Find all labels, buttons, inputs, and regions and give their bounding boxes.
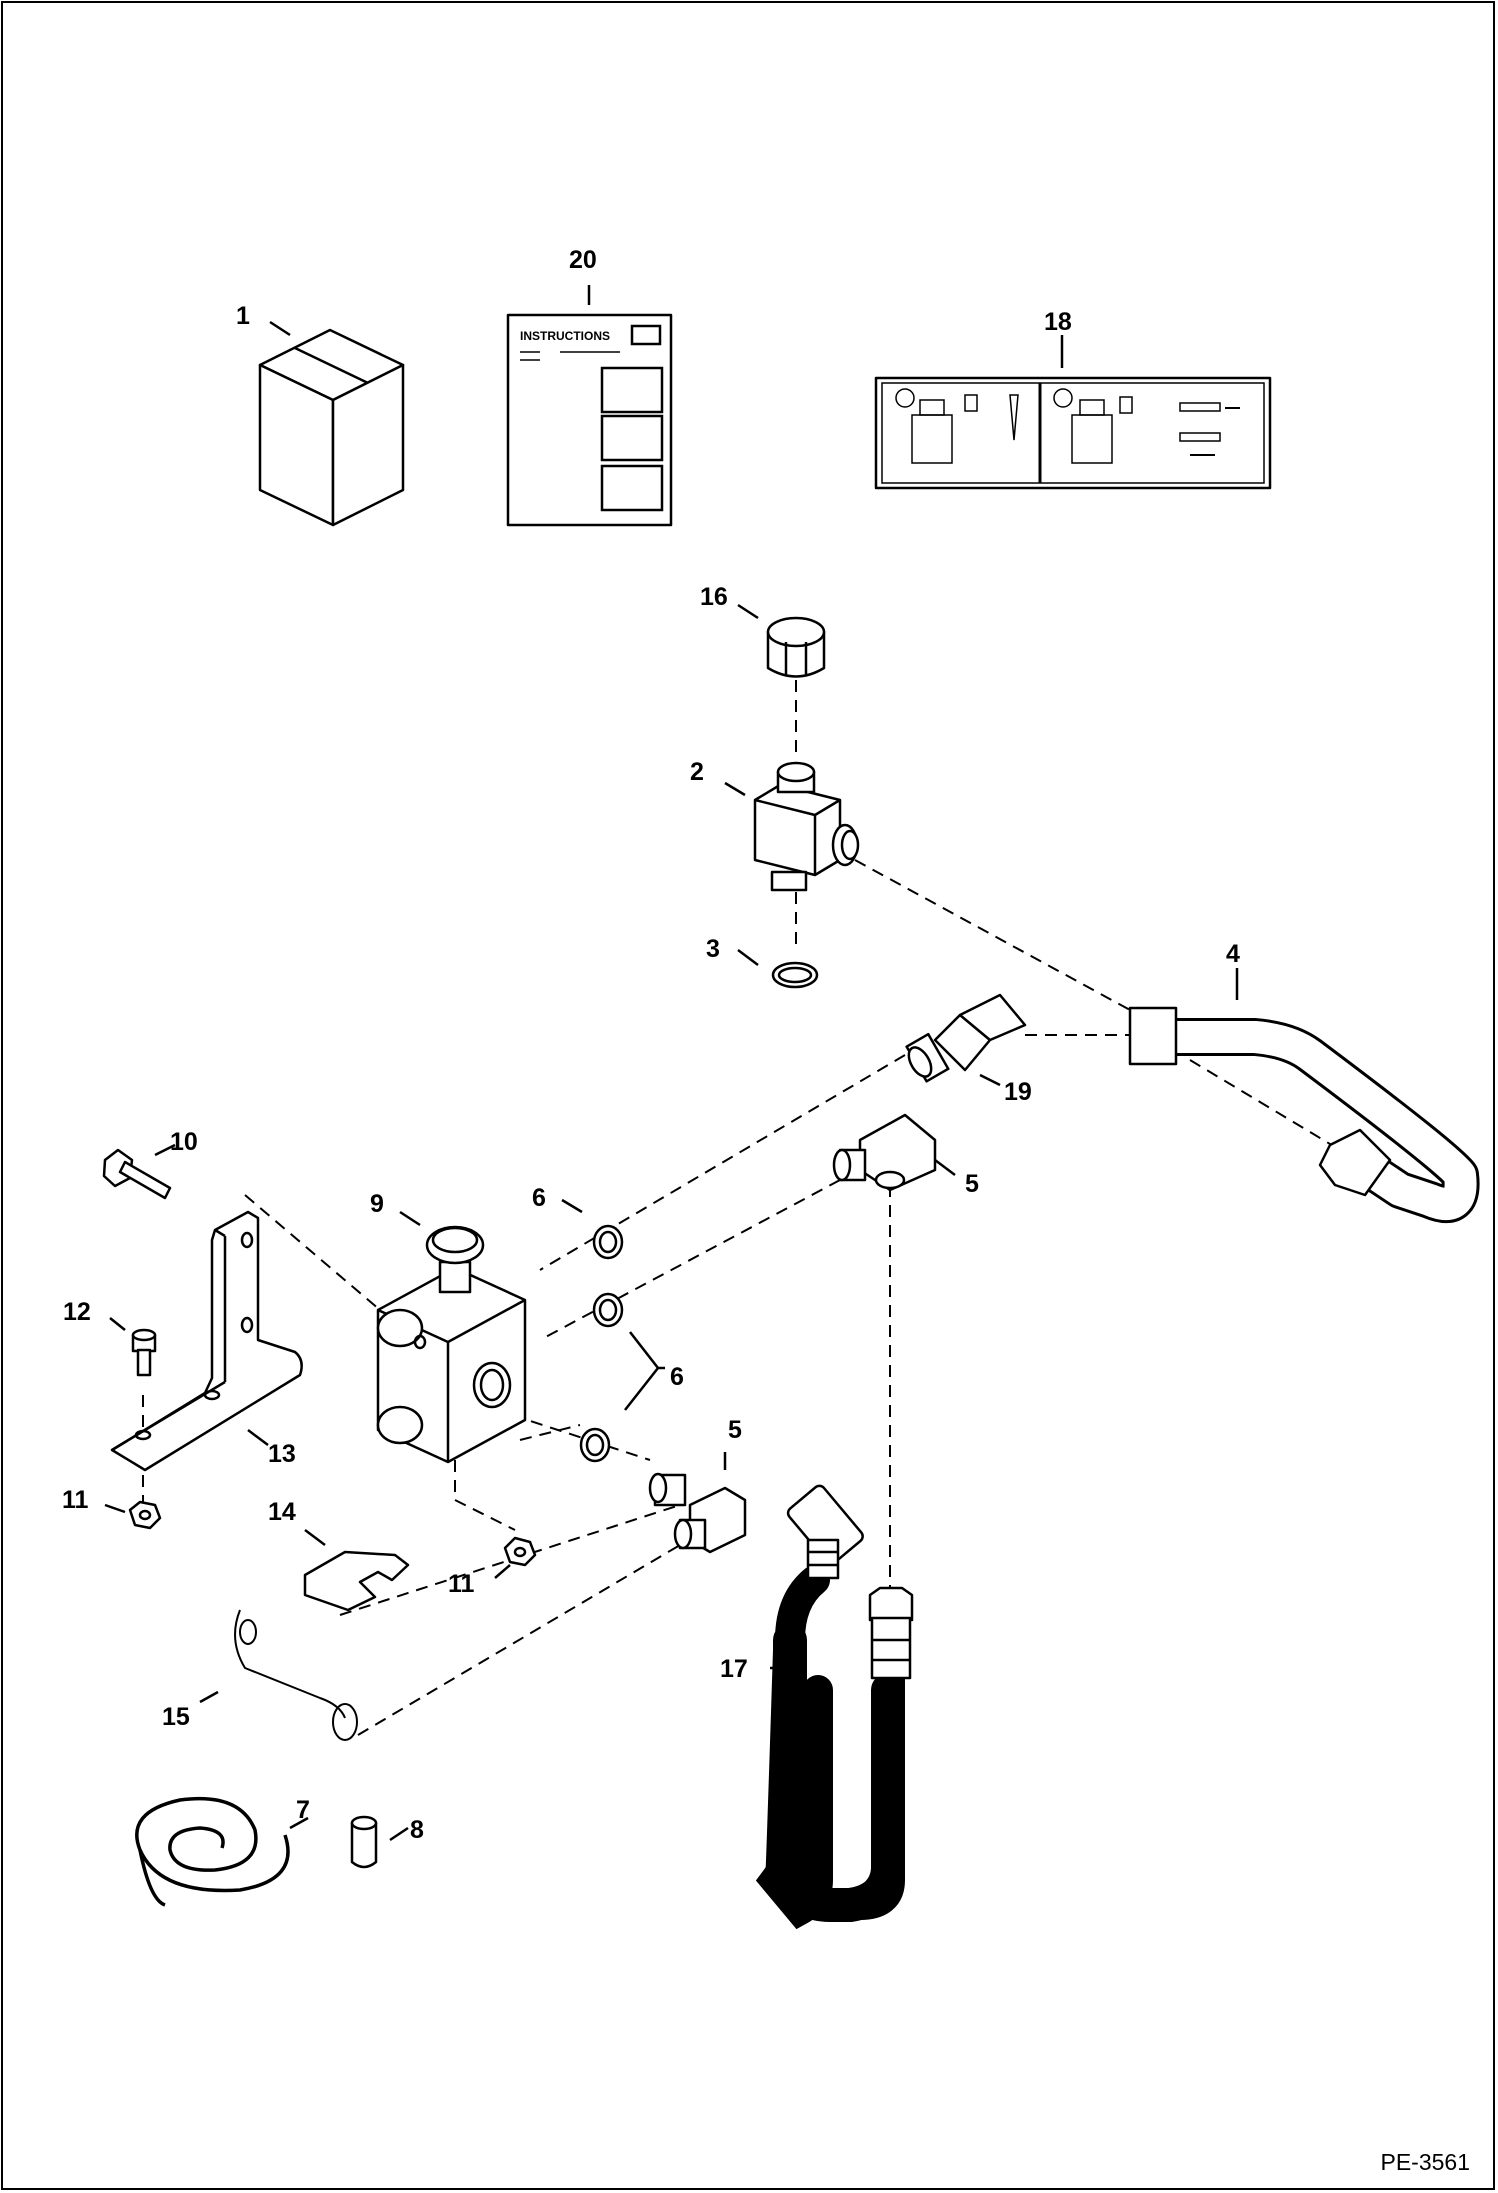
callout-17: 17 [720, 1655, 748, 1683]
tee-fitting [753, 761, 860, 892]
callout-3: 3 [706, 935, 720, 963]
callout-16: 16 [700, 583, 728, 611]
elbow-fitting-upper [832, 1113, 937, 1192]
decal-part [874, 376, 1272, 490]
callout-20: 20 [569, 246, 597, 274]
callout-8: 8 [410, 1816, 424, 1844]
sleeve [350, 1815, 378, 1869]
callout-labels: 1 20 18 16 2 3 4 19 10 9 6 5 12 6 13 5 1… [62, 246, 1240, 1844]
cap-nut [766, 616, 826, 678]
cap-screw [131, 1328, 157, 1377]
callout-5-lower: 5 [728, 1416, 742, 1444]
figure-id: PE-3561 [1380, 2149, 1470, 2175]
selector-valve [376, 1225, 527, 1464]
nut-right [503, 1536, 537, 1567]
callout-15: 15 [162, 1703, 190, 1731]
o-rings [579, 1224, 660, 1463]
callout-9: 9 [370, 1190, 384, 1218]
callout-11-left: 11 [62, 1486, 89, 1514]
callout-4: 4 [1226, 940, 1240, 968]
bolt [102, 1148, 172, 1200]
callout-19: 19 [1004, 1078, 1032, 1106]
callout-13: 13 [268, 1440, 296, 1468]
callout-6-lower: 6 [670, 1363, 684, 1391]
elbow-fitting [905, 993, 1027, 1083]
callout-10: 10 [170, 1128, 198, 1156]
instructions-title: INSTRUCTIONS [520, 329, 610, 343]
hose-assembly [755, 1484, 914, 1930]
mounting-bracket [110, 1210, 303, 1472]
callout-5-upper: 5 [965, 1170, 979, 1198]
callout-11-right: 11 [448, 1570, 475, 1598]
callout-14: 14 [268, 1498, 296, 1526]
elbow-fitting-lower [648, 1472, 747, 1554]
wire-coil [135, 1796, 290, 1907]
callout-12: 12 [63, 1298, 91, 1326]
callout-1: 1 [236, 302, 250, 330]
lanyard [234, 1609, 358, 1741]
leader-lines [104, 285, 1239, 1842]
callout-6-upper: 6 [532, 1184, 546, 1212]
lock-plate [303, 1550, 410, 1612]
callout-7: 7 [296, 1796, 310, 1824]
tube-line [1128, 1006, 1480, 1223]
callout-2: 2 [690, 758, 704, 786]
instructions-sheet: INSTRUCTIONS [506, 313, 673, 527]
box-part [258, 328, 405, 527]
callout-18: 18 [1044, 308, 1072, 336]
nut-left [128, 1500, 162, 1530]
